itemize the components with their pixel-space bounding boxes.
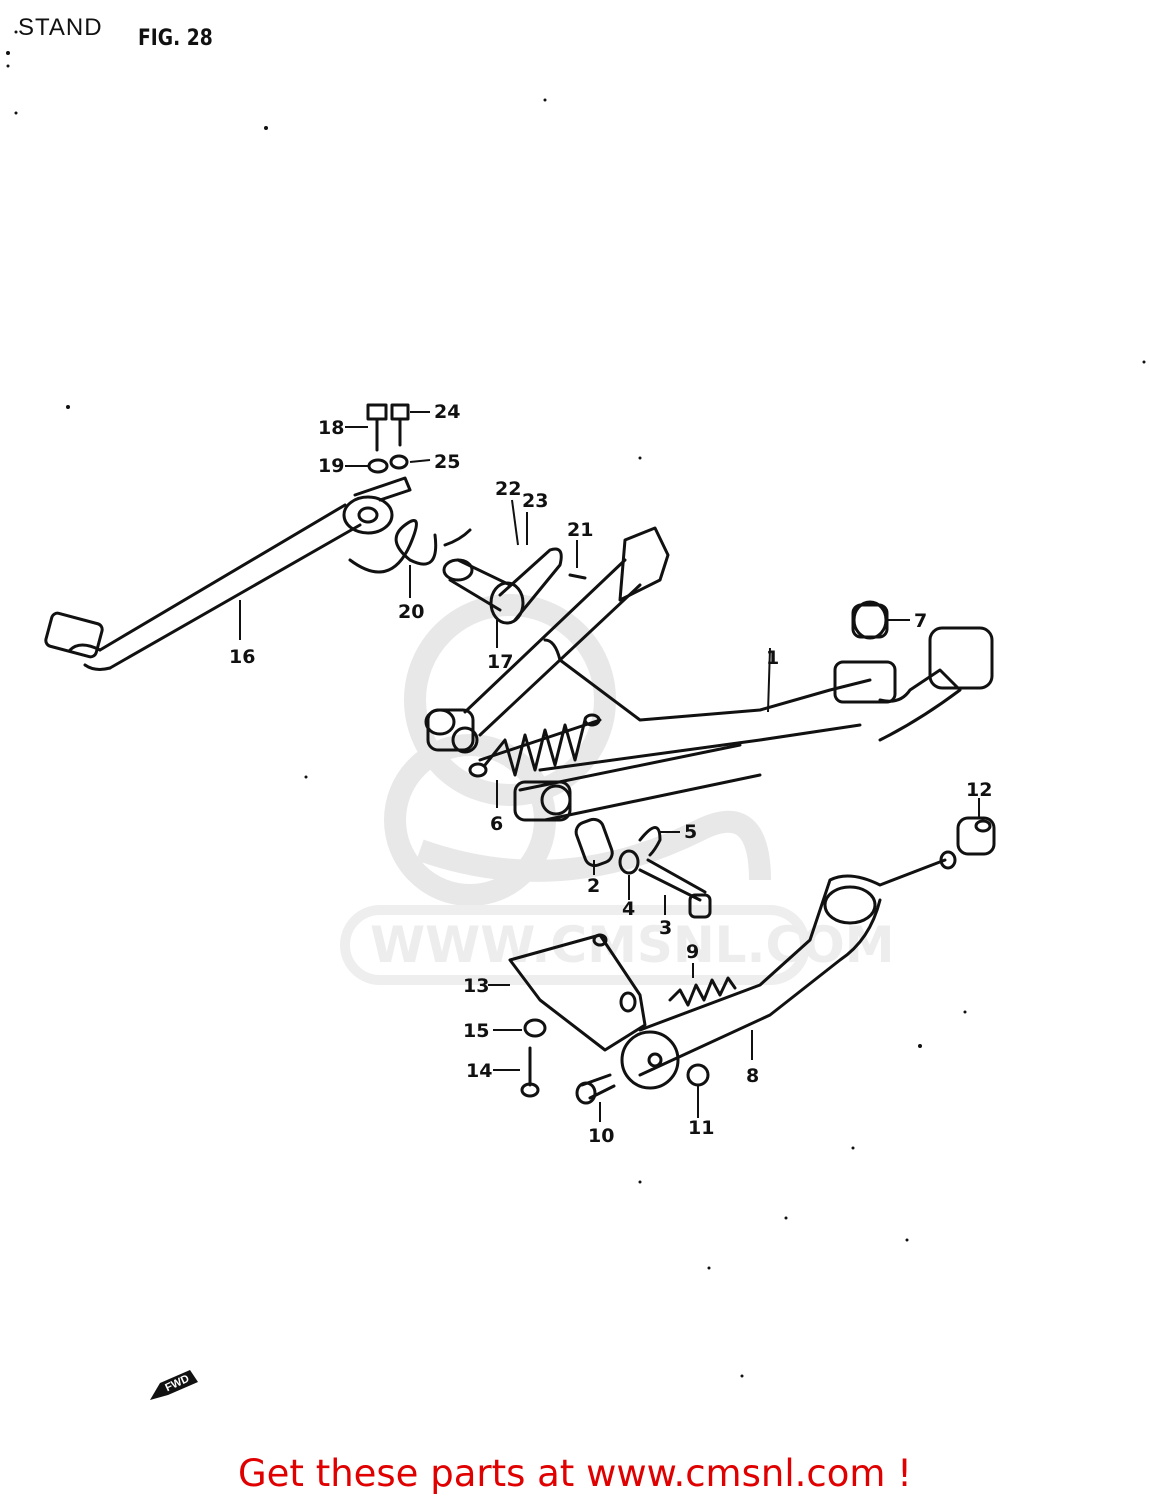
bolts-18-24 bbox=[366, 403, 410, 474]
part-16-pedal bbox=[44, 476, 412, 671]
part-1-stand bbox=[424, 526, 994, 822]
callout-24: 24 bbox=[434, 401, 460, 423]
part-13-bracket bbox=[508, 933, 647, 1052]
scan-specks bbox=[6, 30, 1146, 1378]
callout-18: 18 bbox=[318, 417, 344, 439]
callout-4: 4 bbox=[622, 898, 635, 920]
callout-3: 3 bbox=[659, 917, 672, 939]
fwd-label: FWD bbox=[163, 1373, 191, 1394]
callout-7: 7 bbox=[914, 610, 927, 632]
callout-21: 21 bbox=[567, 519, 593, 541]
part-12-rubber bbox=[956, 816, 996, 856]
callout-8: 8 bbox=[746, 1065, 759, 1087]
watermark-text: WWW.CMSNL.COM bbox=[370, 916, 895, 974]
part-5-pin bbox=[638, 826, 662, 857]
footer-link-text[interactable]: Get these parts at www.cmsnl.com ! bbox=[237, 1452, 912, 1495]
figure-number: FIG. 28 bbox=[138, 26, 213, 51]
callout-6: 6 bbox=[490, 813, 503, 835]
section-title: STAND bbox=[18, 14, 103, 41]
part-15-washer bbox=[523, 1018, 547, 1038]
watermark-logo: WWW.CMSNL.COM bbox=[340, 594, 895, 985]
callout-16: 16 bbox=[229, 646, 255, 668]
callout-20: 20 bbox=[398, 601, 424, 623]
part-3-bolt bbox=[638, 858, 712, 919]
part-6-spring bbox=[468, 713, 601, 778]
callout-17: 17 bbox=[487, 651, 513, 673]
part-9-spring bbox=[668, 976, 737, 1007]
leader-lines bbox=[239, 411, 980, 1122]
callout-23: 23 bbox=[522, 490, 548, 512]
callout-10: 10 bbox=[588, 1125, 614, 1147]
callout-1: 1 bbox=[766, 647, 779, 669]
callout-11: 11 bbox=[688, 1117, 714, 1139]
callout-13: 13 bbox=[463, 975, 489, 997]
callouts: 18 19 24 25 20 16 17 22 23 21 7 1 6 5 2 … bbox=[229, 401, 992, 1147]
part-4-washer bbox=[618, 849, 640, 875]
callout-2: 2 bbox=[587, 875, 600, 897]
callout-19: 19 bbox=[318, 455, 344, 477]
part-14-bolt bbox=[520, 1046, 540, 1098]
part-2-collar bbox=[574, 817, 614, 868]
callout-5: 5 bbox=[684, 821, 697, 843]
callout-25: 25 bbox=[434, 451, 460, 473]
callout-9: 9 bbox=[686, 941, 699, 963]
part-10-bolt bbox=[575, 1073, 616, 1105]
callout-15: 15 bbox=[463, 1020, 489, 1042]
part-17-arm bbox=[442, 547, 587, 625]
callout-14: 14 bbox=[466, 1060, 492, 1082]
callout-12: 12 bbox=[966, 779, 992, 801]
part-8-side-stand bbox=[620, 850, 957, 1090]
fwd-arrow-icon: FWD bbox=[150, 1370, 198, 1400]
callout-22: 22 bbox=[495, 478, 521, 500]
part-7-rubber bbox=[851, 600, 889, 640]
part-20-spring bbox=[348, 519, 472, 574]
part-11-nut bbox=[686, 1063, 710, 1087]
